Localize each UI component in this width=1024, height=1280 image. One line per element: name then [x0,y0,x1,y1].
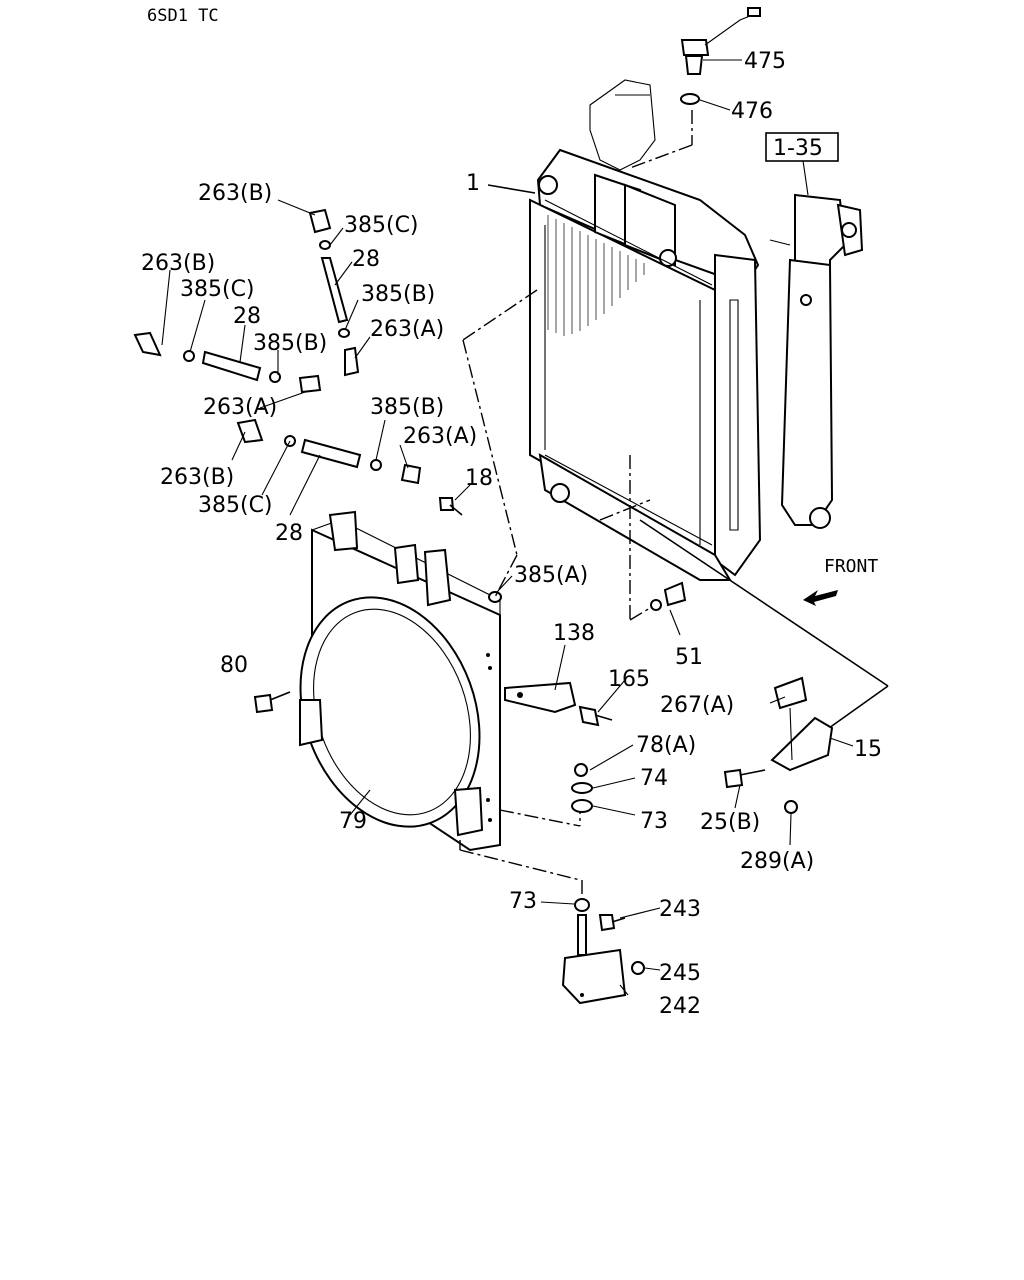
callout-74: 74 [640,766,668,791]
reference-box: 1-35 [765,132,839,162]
callout-267a: 267(A) [660,693,734,718]
callout-263b-left: 263(B) [141,251,215,276]
callout-263a-mid: 263(A) [203,395,277,420]
callout-138: 138 [553,621,595,646]
callout-475: 475 [744,49,786,74]
upper-hose [589,79,656,171]
callout-243: 243 [659,897,701,922]
callout-385b-low: 385(B) [370,395,444,420]
bolt-80 [253,693,274,714]
callout-385c-low: 385(C) [198,493,273,518]
callout-385a: 385(A) [514,563,588,588]
front-arrow-icon [803,590,838,606]
callout-385c-top: 385(C) [344,213,419,238]
reference-label: 1-35 [773,136,823,161]
radiator [487,148,762,581]
callout-80: 80 [220,653,248,678]
assembly-lines [459,289,656,905]
callout-245: 245 [659,961,701,986]
callout-28-top: 28 [352,247,380,272]
drain-plug-51 [650,581,687,611]
callout-263a-top: 263(A) [370,317,444,342]
callout-25b: 25(B) [700,810,760,835]
callout-476: 476 [731,99,773,124]
mount-stack-upper [571,763,593,813]
callout-73-lower: 73 [509,889,537,914]
callout-385b-top: 385(B) [361,282,435,307]
callout-263a-low: 263(A) [403,424,477,449]
callout-242: 242 [659,994,701,1019]
fan-shroud [299,510,501,852]
front-arrow-indicator: FRONT [803,556,878,606]
bracket-138 [504,681,613,727]
callout-165: 165 [608,667,650,692]
mount-bracket-right [723,676,834,814]
leader-lines [161,59,854,996]
callout-263b-top: 263(B) [198,181,272,206]
callout-28-low: 28 [275,521,303,546]
intercooler-duct [780,139,864,529]
callout-28-mid: 28 [233,304,261,329]
callout-1: 1 [466,171,480,196]
callout-79: 79 [339,809,367,834]
callout-73-upper: 73 [640,809,668,834]
stay-rods [133,208,502,603]
lower-bracket [561,898,645,1005]
callout-385c-left: 385(C) [180,277,255,302]
callout-385b-mid: 385(B) [253,331,327,356]
radiator-core-fins [547,215,645,336]
callout-51: 51 [675,645,703,670]
front-label: FRONT [824,556,878,577]
callout-labels: 475 476 1 263(B) 385(C) 28 263(B) 385(C)… [141,49,882,1019]
callout-15: 15 [854,737,882,762]
callout-263b-low: 263(B) [160,465,234,490]
callout-289a: 289(A) [740,849,814,874]
model-code: 6SD1 TC [147,6,219,26]
radiator-cap-sensor [680,7,761,105]
callout-18: 18 [465,466,493,491]
callout-78a: 78(A) [636,733,696,758]
